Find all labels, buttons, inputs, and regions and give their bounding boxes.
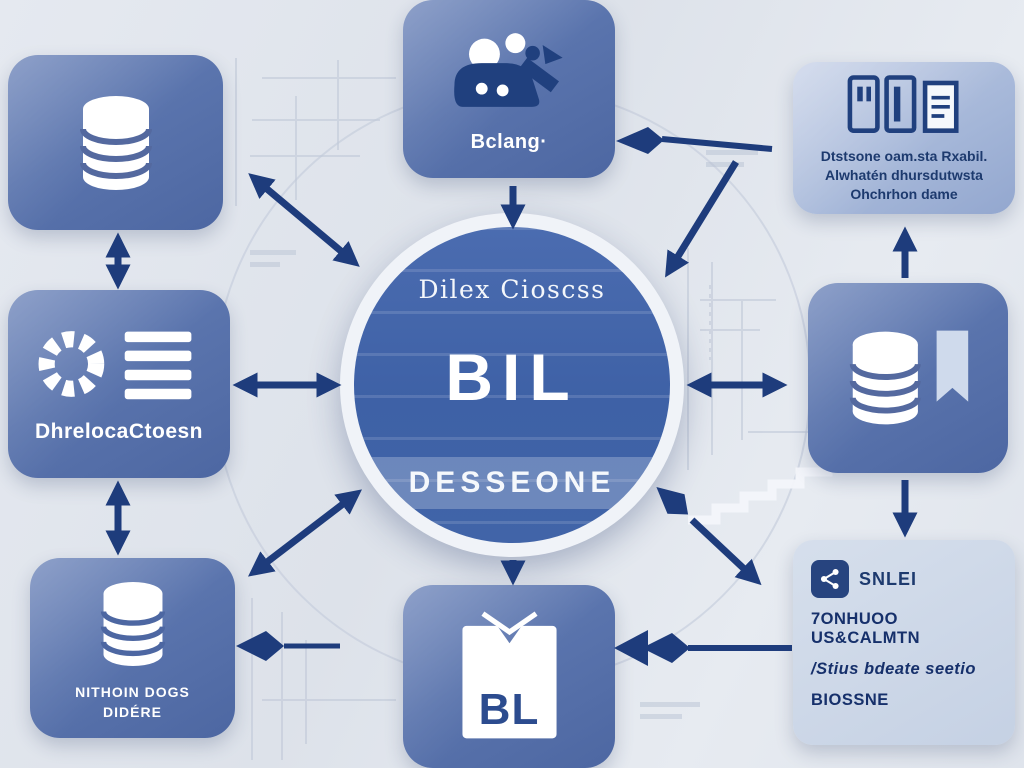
arrow-center-bottomright	[689, 517, 762, 586]
center-band: DESSEONE	[354, 457, 670, 509]
arrow-topright-center	[665, 160, 739, 278]
share-icon	[811, 560, 849, 598]
node-top-right-line1: Dtstsone oam.sta Rxabil.	[820, 148, 988, 165]
arrow-topleft-center	[248, 173, 360, 267]
node-top-right-line2: Alwhatén dhursdutwsta	[825, 167, 983, 184]
arrow-topcenter-topright-diamond	[616, 127, 664, 154]
arrow-bottomleft-center	[247, 489, 363, 577]
node-top-right-line3: Ohchrhon dame	[850, 185, 958, 202]
center-caption: DESSEONE	[408, 466, 616, 499]
node-mid-left-label: DhrelocaCtoesn	[34, 420, 204, 443]
node-mid-right-database-bookmark	[808, 283, 1008, 473]
node-bottom-right-info: SNLEI 7ONHUOO US&CALMTN /Stius bdeate se…	[793, 540, 1015, 745]
center-title: BIL	[445, 340, 579, 414]
node-bottom-left-line2: DIDÉRE	[103, 704, 162, 720]
node-bottom-left-text: NITHOIN DOGS DIDÉRE	[75, 682, 190, 723]
database-icon	[100, 581, 165, 666]
arrow-bottomleft-diamond	[236, 631, 284, 661]
node-top-center-people: Bclang·	[403, 0, 615, 178]
documents-icon	[847, 75, 959, 134]
arrow-bottomright-bottomcenter-head	[614, 630, 648, 666]
node-top-left-database	[8, 55, 223, 230]
node-bottom-left-database: NITHOIN DOGS DIDÉRE	[30, 558, 235, 738]
node-bottom-right-title: SNLEI	[859, 568, 918, 589]
node-mid-left-settings: DhrelocaCtoesn	[8, 290, 230, 478]
node-bottom-center-jersey: BL	[403, 585, 615, 768]
node-bottom-right-line1: 7ONHUOO US&CALMTN	[811, 610, 920, 647]
arrow-bottomright-bottomcenter-diamond	[642, 633, 690, 663]
node-top-center-label: Bclang·	[470, 130, 548, 153]
node-bottom-right-line2: /Stius bdeate seetio	[811, 660, 976, 678]
database-bookmark-icon	[849, 330, 969, 425]
center-subtitle: Dilex Cioscss	[418, 275, 606, 304]
node-bottom-center-label: BL	[478, 684, 540, 734]
arrow-topcenter-topright-line	[661, 136, 773, 152]
node-bottom-left-line1: NITHOIN DOGS	[75, 683, 190, 700]
node-top-right-documents: Dtstsone oam.sta Rxabil. Alwhatén dhursd…	[793, 62, 1015, 214]
gear-list-icon	[38, 331, 192, 400]
database-icon	[79, 95, 152, 190]
jersey-icon: BL	[442, 607, 577, 747]
node-top-right-text: Dtstsone oam.sta Rxabil. Alwhatén dhursd…	[821, 147, 988, 204]
node-bottom-right-line3: BIOSSNE	[811, 691, 889, 709]
node-bottom-right-header: SNLEI	[811, 560, 917, 598]
center-node: Dilex Cioscss BIL DESSEONE	[354, 227, 670, 543]
people-icon	[454, 32, 563, 107]
